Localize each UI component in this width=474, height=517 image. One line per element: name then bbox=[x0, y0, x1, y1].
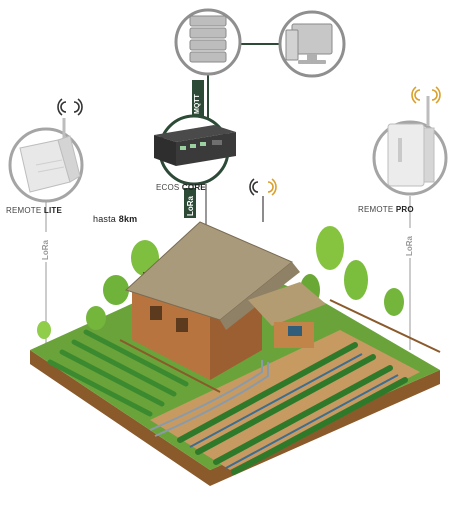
mqtt-label: MQTT bbox=[194, 94, 201, 114]
vineyard-rows bbox=[177, 342, 408, 475]
lora-left-label: LoRa bbox=[41, 240, 50, 260]
signal-icon bbox=[249, 178, 277, 196]
signal-icon bbox=[411, 86, 441, 104]
server-icon bbox=[189, 15, 227, 63]
remote-lite-label: REMOTE LITE bbox=[6, 206, 62, 215]
signal-icon bbox=[57, 98, 83, 116]
remote-lite-name: LITE bbox=[43, 206, 63, 215]
range-value: 8km bbox=[118, 214, 138, 224]
irrigation-pipes bbox=[149, 360, 269, 437]
computer-icon bbox=[285, 23, 333, 64]
mqtt-tag bbox=[192, 80, 204, 116]
lora-center-label: LoRa bbox=[186, 196, 195, 216]
remote-pro-node bbox=[372, 86, 448, 196]
left-vineyard bbox=[47, 329, 189, 417]
remote-pro-name: PRO bbox=[395, 205, 414, 214]
lora-center-tag bbox=[184, 188, 196, 218]
lora-left-tag bbox=[40, 232, 52, 262]
ecos-core-name: CORE bbox=[181, 183, 206, 192]
remote-lite-device bbox=[19, 118, 81, 193]
farmhouse bbox=[125, 221, 326, 380]
ecos-core-label: ECOS CORE bbox=[156, 183, 206, 192]
computer-node bbox=[278, 10, 346, 78]
trees bbox=[37, 226, 404, 339]
farm-illustration bbox=[30, 221, 441, 486]
lora-right-label: LoRa bbox=[405, 236, 414, 256]
range-prefix: hasta bbox=[93, 214, 117, 224]
server-node bbox=[174, 8, 242, 76]
fence bbox=[119, 299, 441, 393]
lora-right-tag bbox=[404, 228, 416, 258]
remote-lite-prefix: REMOTE bbox=[6, 206, 42, 215]
ecos-core-gateway bbox=[154, 125, 236, 166]
range-label: hasta 8km bbox=[93, 214, 137, 224]
remote-pro-device bbox=[387, 96, 435, 187]
ecos-core-node bbox=[154, 114, 236, 186]
remote-pro-prefix: REMOTE bbox=[358, 205, 394, 214]
remote-lite-node bbox=[8, 98, 84, 203]
remote-pro-label: REMOTE PRO bbox=[358, 205, 414, 214]
ecos-core-prefix: ECOS bbox=[156, 183, 180, 192]
